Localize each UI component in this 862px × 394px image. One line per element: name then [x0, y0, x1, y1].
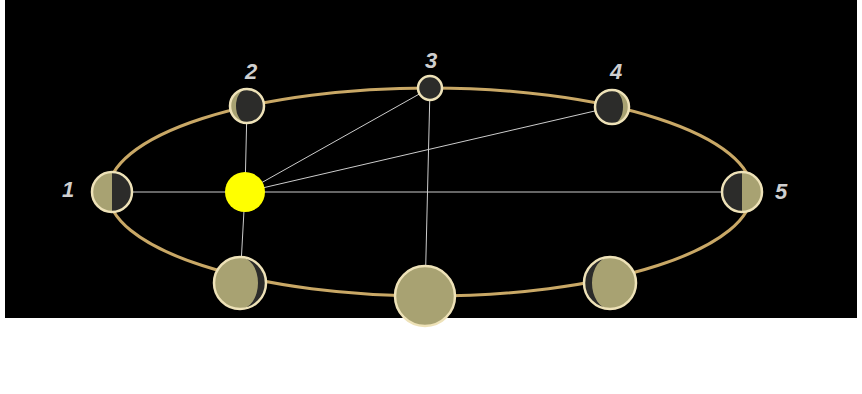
callout-number: 3 [425, 50, 437, 72]
callout-number: 5 [775, 181, 787, 203]
planet-phase [214, 257, 266, 309]
planet-phase [395, 266, 455, 326]
planet-phase [584, 257, 636, 309]
planet-phase [595, 90, 629, 124]
callout-number: 1 [62, 179, 74, 201]
sight-lines [112, 88, 742, 296]
planet-phase [418, 76, 442, 100]
planet-phase [722, 172, 762, 212]
orbit-ellipse [108, 88, 752, 296]
planet-phase [92, 172, 132, 212]
sun [225, 172, 265, 212]
planet-phase [230, 89, 264, 123]
callout-number: 4 [610, 61, 622, 83]
callout-number: 2 [245, 61, 257, 83]
